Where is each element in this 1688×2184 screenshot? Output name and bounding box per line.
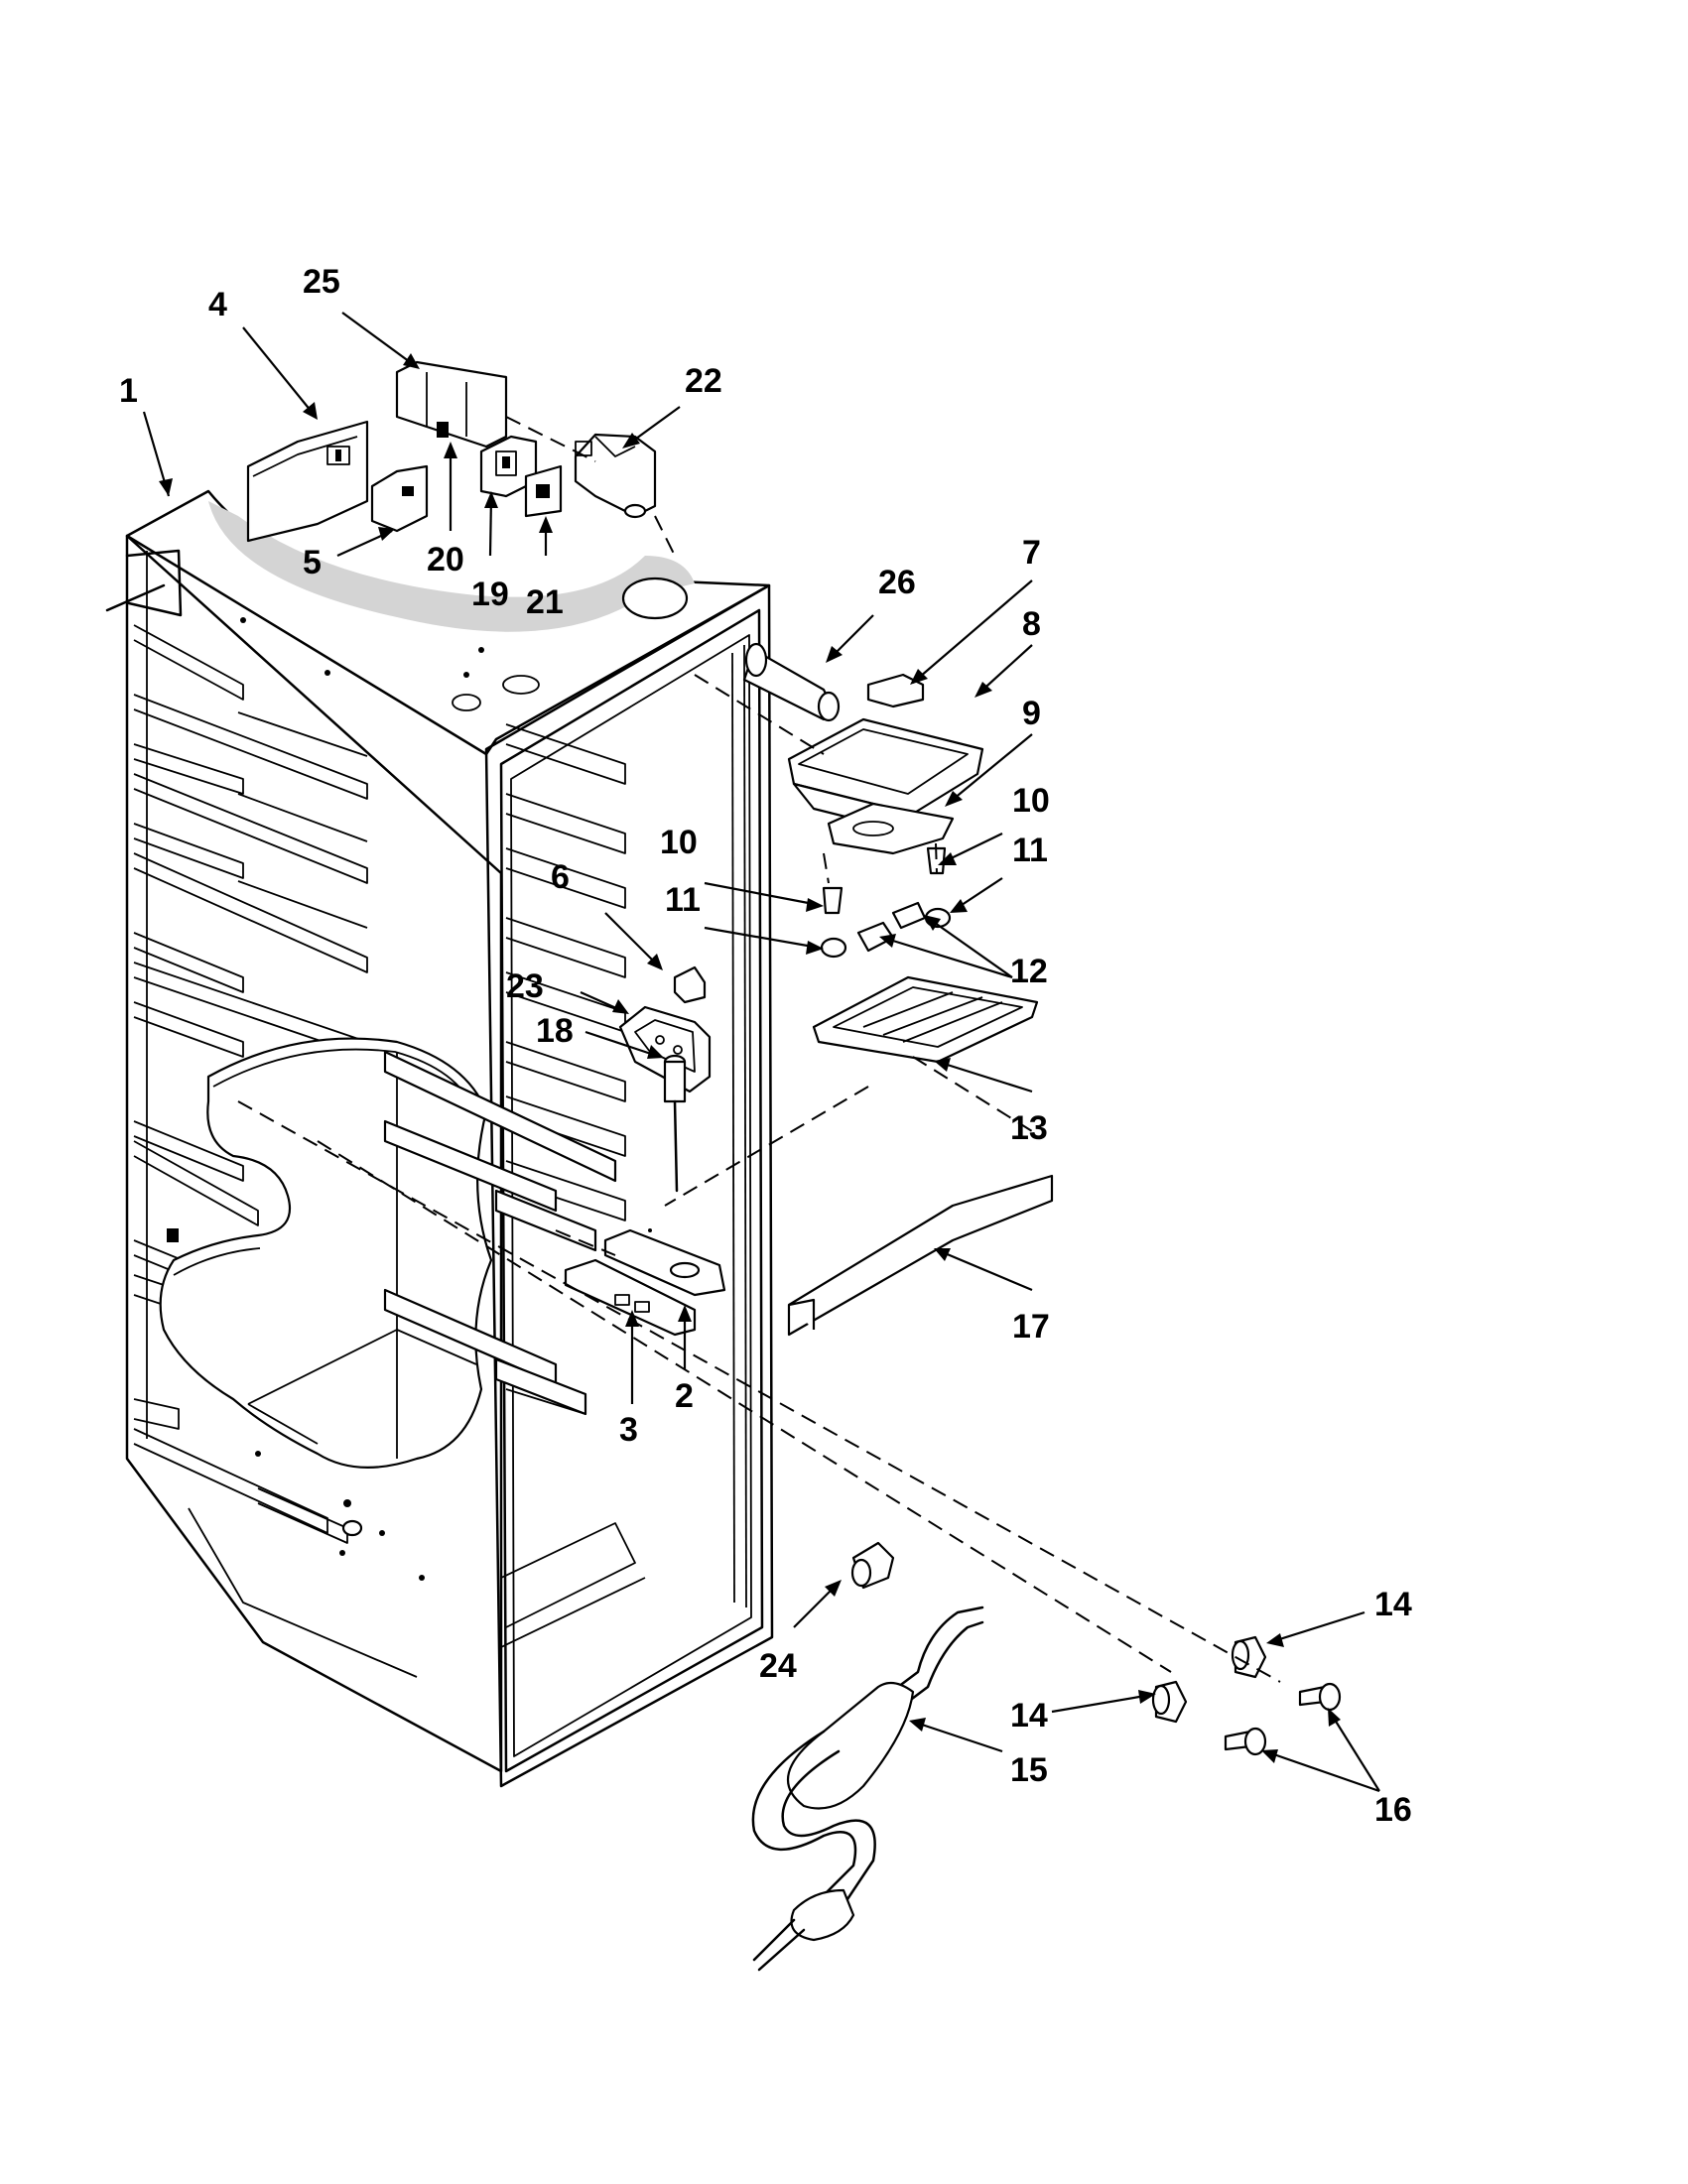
callout-7: 7 [1022,534,1041,572]
callout-11-left: 11 [665,881,701,919]
callout-9: 9 [1022,695,1041,732]
callout-18: 18 [536,1012,574,1050]
callout-6: 6 [551,858,570,896]
assembly-dashed-lines [237,674,1281,1683]
callout-19: 19 [471,576,509,613]
callout-14-lower: 14 [1010,1697,1048,1734]
callout-21: 21 [526,583,564,621]
callout-14-upper: 14 [1374,1586,1412,1623]
top-component-parts [246,360,676,557]
callout-11-right: 11 [1012,832,1048,869]
callout-arrows [142,312,1380,1793]
callout-labels: 1 2 3 4 5 6 7 8 9 10 10 11 11 12 13 14 1… [119,263,1412,1829]
callout-26: 26 [878,564,916,601]
refrigerator-liner [105,489,774,1788]
control-housing-parts [564,642,1342,1972]
callout-20: 20 [427,541,464,578]
callout-10-right: 10 [1012,782,1050,820]
callout-17: 17 [1012,1308,1050,1346]
callout-16: 16 [1374,1791,1412,1829]
callout-8: 8 [1022,605,1041,643]
callout-22: 22 [685,362,722,400]
callout-1: 1 [119,372,138,410]
callout-15: 15 [1010,1751,1048,1789]
callout-4: 4 [208,286,227,323]
callout-10-left: 10 [660,824,698,861]
callout-23: 23 [506,967,544,1005]
callout-2: 2 [675,1377,694,1415]
callout-3: 3 [619,1411,638,1449]
callout-12: 12 [1010,953,1048,990]
callout-13: 13 [1010,1109,1048,1147]
callout-24: 24 [759,1647,797,1685]
callout-5: 5 [303,544,322,581]
callout-25: 25 [303,263,340,301]
